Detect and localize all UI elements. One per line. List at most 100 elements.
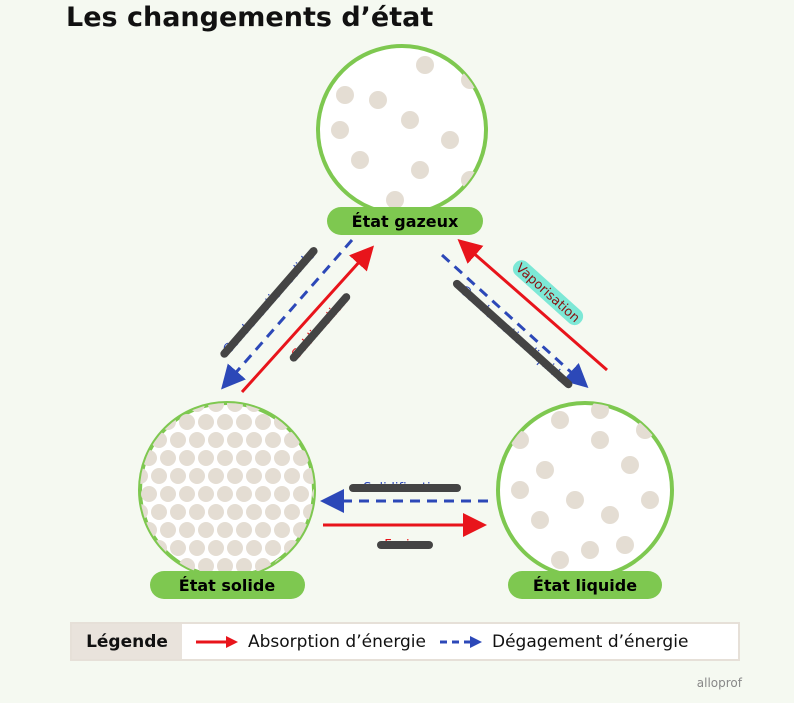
particle [293,558,309,574]
particle [255,522,271,538]
gas-circle [316,44,488,216]
particle [336,86,354,104]
particle [621,456,639,474]
particle [601,506,619,524]
particle [331,450,347,466]
particle [246,468,262,484]
particle [151,468,167,484]
particle [217,486,233,502]
legend: Légende Absorption d’énergie Dégagement … [70,622,740,661]
particle [208,540,224,556]
particle [208,432,224,448]
particle [386,191,404,209]
particle [140,468,148,484]
particle [217,558,233,574]
particle [208,468,224,484]
gas-label: État gazeux [352,212,459,231]
particle [331,121,349,139]
particle [255,414,271,430]
particle [151,403,167,412]
particle [293,450,309,466]
arrow-sublimation [240,245,375,394]
blue-dashed-arrow-icon [439,635,482,648]
particle [170,540,186,556]
particle [284,468,300,484]
alloprof-logo: alloprof [696,676,742,690]
liquid-label: État liquide [533,576,637,595]
particle [274,522,290,538]
particle [284,432,300,448]
particle [591,431,609,449]
particle [303,432,314,448]
particle [303,540,314,556]
particle [536,461,554,479]
particle [255,486,271,502]
particle [331,414,347,430]
red-arrow-icon [196,635,238,648]
particle [189,432,205,448]
particle [227,504,243,520]
particle [208,403,224,412]
legend-absorption: Absorption d’énergie [194,632,426,652]
particle [227,540,243,556]
particle [198,522,214,538]
legend-degagement: Dégagement d’énergie [438,632,688,652]
particle [312,414,314,430]
particle [198,414,214,430]
particle [581,541,599,559]
legend-label: Légende [72,624,182,659]
particle [322,540,338,556]
particle [170,403,186,412]
particle [265,403,281,412]
particle [303,468,314,484]
particle [198,486,214,502]
page-title: Les changements d’état [66,2,434,33]
particle [189,504,205,520]
particle [140,540,148,556]
particle [322,432,338,448]
particle [312,558,314,574]
particle [151,504,167,520]
particle [189,468,205,484]
particle [217,450,233,466]
particle [616,536,634,554]
particle [208,504,224,520]
particle [236,486,252,502]
particle [551,551,569,569]
particle [246,540,262,556]
particle [141,486,157,502]
particle [274,486,290,502]
particle [151,540,167,556]
particle [303,504,314,520]
solid-circle [138,396,347,579]
particle [179,522,195,538]
particle [255,450,271,466]
particle [236,414,252,430]
particle [265,468,281,484]
particle [265,504,281,520]
particle [331,558,347,574]
particle [246,432,262,448]
particle [265,540,281,556]
particle [322,468,338,484]
particle [636,421,654,439]
legend-degagement-text: Dégagement d’énergie [491,631,689,652]
arrow-condensation-solide [221,239,354,390]
particle [369,91,387,109]
particle [140,403,148,412]
particle [246,504,262,520]
particle [227,432,243,448]
particle [141,414,157,430]
particle [322,396,338,412]
particle [140,504,148,520]
particle [274,450,290,466]
particle [351,151,369,169]
particle [591,403,609,419]
particle [160,486,176,502]
particle [551,411,569,429]
particle [236,558,252,574]
particle [217,414,233,430]
particle [265,432,281,448]
